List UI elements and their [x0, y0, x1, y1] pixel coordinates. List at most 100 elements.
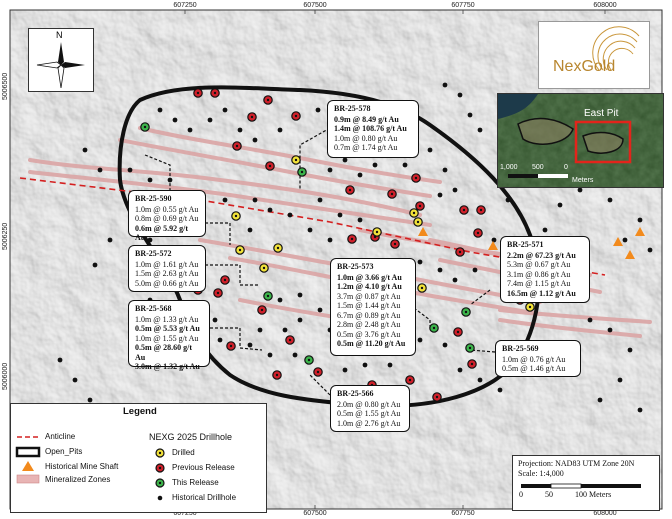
projection-line1: Projection: NAD83 UTM Zone 20N: [518, 459, 635, 468]
legend-open-pits: Open_Pits: [45, 447, 83, 456]
historical-drillhole-marker: [557, 202, 563, 208]
marker-center-dot: [266, 98, 270, 102]
marker-center-dot: [462, 208, 466, 212]
compass-icon: [36, 42, 85, 89]
marker-center-dot: [416, 220, 420, 224]
callout-intercept: 2.8m @ 2.48 g/t Au: [337, 320, 401, 329]
historical-drillhole-marker: [505, 197, 511, 203]
historical-drillhole-marker: [107, 237, 113, 243]
callout-intercept: 1.4m @ 108.76 g/t Au: [334, 124, 407, 133]
historical-drillhole-marker: [207, 117, 213, 123]
historical-drillhole-marker: [491, 237, 497, 243]
historical-drillhole-marker: [627, 347, 633, 353]
marker-center-dot: [418, 204, 422, 208]
inset-scale-unit: Meters: [572, 177, 594, 184]
legend-previous: Previous Release: [172, 463, 235, 472]
historical-drillhole-marker: [647, 247, 653, 253]
marker-center-dot: [229, 344, 233, 348]
historical-drillhole-marker: [472, 267, 478, 273]
historical-drillhole-marker: [297, 317, 303, 323]
projection-box: Projection: NAD83 UTM Zone 20N Scale: 1:…: [512, 455, 660, 511]
callout-intercept: 0.7m @ 1.74 g/t Au: [334, 143, 398, 152]
historical-drillhole-marker: [237, 127, 243, 133]
callout-intercept: 1.5m @ 1.44 g/t Au: [337, 301, 401, 310]
mine-shaft-marker: [613, 237, 623, 246]
marker-center-dot: [458, 250, 462, 254]
marker-center-dot: [316, 370, 320, 374]
historical-drillhole-marker: [607, 197, 613, 203]
historical-drillhole-marker: [212, 317, 218, 323]
coord-top-3: 607750: [451, 2, 475, 9]
historical-drillhole-marker: [542, 227, 548, 233]
coord-left-3: 5006000: [2, 362, 9, 390]
marker-center-dot: [276, 246, 280, 250]
coord-top-2: 607500: [303, 2, 327, 9]
marker-center-dot: [143, 125, 147, 129]
marker-center-dot: [414, 176, 418, 180]
callout-hole-id: BR-25-572: [135, 249, 172, 258]
historical-drillhole-marker: [387, 362, 393, 368]
historical-drillhole-marker: [87, 397, 93, 403]
historical-drillhole-marker: [357, 172, 363, 178]
marker-center-dot: [275, 373, 279, 377]
historical-drillhole-marker: [72, 377, 78, 383]
historical-drillhole-marker: [315, 107, 321, 113]
historical-drillhole-marker: [477, 127, 483, 133]
historical-drillhole-marker: [637, 217, 643, 223]
historical-drillhole-marker: [317, 197, 323, 203]
historical-drillhole-marker: [252, 197, 258, 203]
callout-intercept: 3.7m @ 0.87 g/t Au: [337, 291, 401, 301]
coord-bottom-1: 607250: [173, 510, 197, 517]
marker-center-dot: [375, 230, 379, 234]
inset-label: East Pit: [584, 108, 619, 119]
historical-drillhole-marker: [307, 227, 313, 233]
marker-center-dot: [350, 237, 354, 241]
marker-center-dot: [294, 114, 298, 118]
coord-bottom-3: 607750: [451, 510, 475, 517]
callout-hole-id: BR-25-590: [135, 194, 172, 203]
callout-hole-id: BR-25-566: [337, 389, 374, 398]
historical-drillhole-marker: [337, 212, 343, 218]
legend-symbols: [15, 436, 165, 501]
mine-shaft-marker: [488, 241, 498, 250]
callout-intercept: 3.0m @ 1.32 g/t Au: [135, 362, 200, 371]
historical-drillhole-marker: [357, 217, 363, 223]
historical-drillhole-marker: [247, 342, 253, 348]
coord-bottom-2: 607500: [303, 510, 327, 517]
historical-drillhole-marker: [277, 297, 283, 303]
historical-drillhole-marker: [157, 107, 163, 113]
callout-intercept: 0.9m @ 8.49 g/t Au: [334, 114, 399, 124]
nexgold-logo: NexGold: [538, 21, 650, 89]
historical-drillhole-marker: [222, 197, 228, 203]
historical-drillhole-marker: [267, 352, 273, 358]
historical-drillhole-marker: [277, 127, 283, 133]
legend-drilled: Drilled: [172, 448, 195, 457]
callout-intercept: 1.0m @ 3.66 g/t Au: [337, 272, 402, 282]
callout-intercept: 0.5m @ 5.53 g/t Au: [135, 324, 200, 333]
mine-shaft-marker: [625, 250, 635, 259]
legend-mine-shaft: Historical Mine Shaft: [45, 462, 119, 471]
marker-center-dot: [223, 278, 227, 282]
marker-center-dot: [432, 326, 436, 330]
inset-scale-1: 1,000: [500, 164, 518, 171]
historical-drillhole-marker: [147, 177, 153, 183]
callout-intercept: 1.0m @ 0.80 g/t Au: [334, 133, 398, 143]
historical-drillhole-marker: [637, 407, 643, 413]
legend-historical: Historical Drillhole: [172, 493, 237, 502]
callout-intercept: 0.5m @ 28.60 g/t Au: [135, 343, 192, 362]
historical-drillhole-marker: [417, 259, 423, 265]
marker-center-dot: [435, 395, 439, 399]
historical-drillhole-marker: [167, 177, 173, 183]
callout-intercept: 0.5m @ 3.76 g/t Au: [337, 329, 401, 339]
historical-drillhole-marker: [147, 237, 153, 243]
callout-intercept: 1.5m @ 2.63 g/t Au: [135, 269, 199, 278]
marker-center-dot: [528, 305, 532, 309]
historical-drillhole-marker: [342, 157, 348, 163]
callout-intercept: 3.1m @ 0.86 g/t Au: [507, 269, 571, 279]
